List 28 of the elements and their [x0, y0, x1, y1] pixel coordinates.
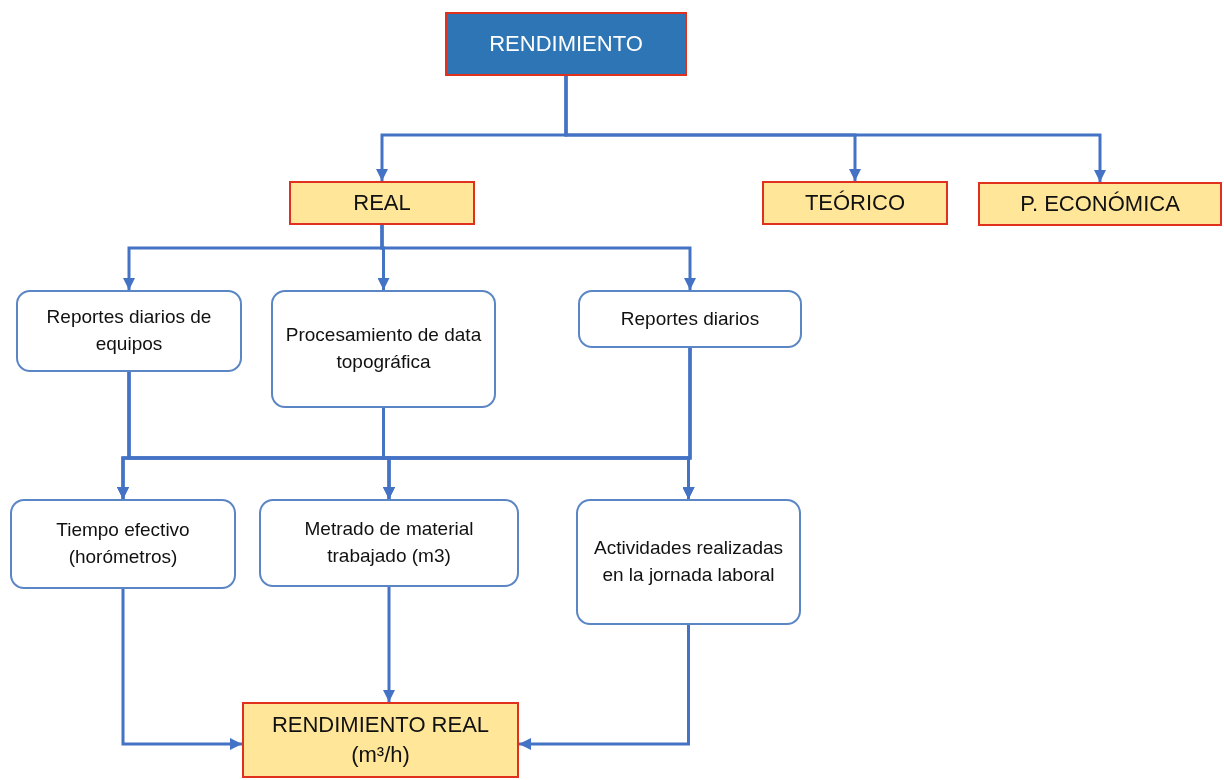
node-label: Reportes diarios: [620, 306, 760, 331]
node-label: Actividades realizadas en la jornada laboral: [592, 536, 784, 587]
arrow: [121, 589, 242, 750]
node-label: Tiempo efectivo (horómetros): [55, 518, 191, 569]
arrow: [383, 587, 395, 702]
node-label: RENDIMIENTO: [489, 31, 643, 57]
category-box: [762, 181, 948, 225]
title-box: [445, 12, 687, 76]
process-box: [10, 499, 236, 589]
process-box: [578, 290, 802, 348]
process-box: [16, 290, 242, 372]
result-box: [242, 702, 519, 778]
arrow: [682, 348, 695, 499]
category-box: [289, 181, 475, 225]
arrow: [564, 76, 1106, 182]
node-label: RENDIMIENTO REAL (m³/h): [270, 711, 491, 769]
arrow: [519, 625, 690, 750]
node-label: Procesamiento de data topográfica: [284, 323, 483, 374]
process-box: [576, 499, 801, 625]
category-box: [978, 182, 1222, 226]
node-label: REAL: [353, 190, 411, 216]
process-box: [259, 499, 519, 587]
arrow: [380, 225, 696, 290]
node-label: Metrado de material trabajado (m3): [303, 517, 475, 568]
node-label: Reportes diarios de equipos: [45, 305, 213, 356]
node-label: P. ECONÓMICA: [1020, 191, 1180, 217]
node-label: TEÓRICO: [804, 190, 906, 216]
process-box: [271, 290, 496, 408]
